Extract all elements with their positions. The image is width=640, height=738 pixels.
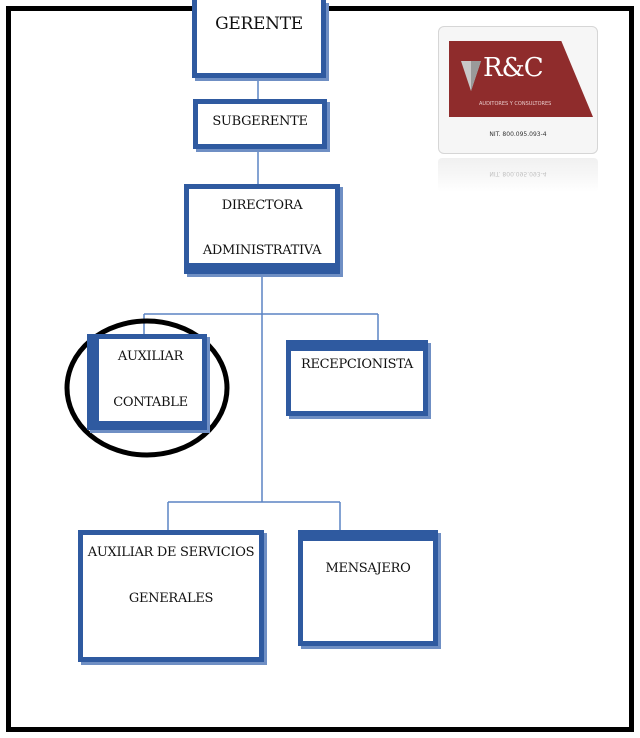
servicios-label-line1: AUXILIAR DE SERVICIOS [87,545,255,560]
directora-label-line1: DIRECTORA [221,198,303,213]
servicios-label-line2: GENERALES [128,591,214,606]
recepcionista-label: RECEPCIONISTA [300,357,414,372]
mensajero-label: MENSAJERO [325,561,411,576]
subgerente-label: SUBGERENTE [212,114,308,129]
logo-checkmark-icon [461,61,481,91]
node-recepcionista: RECEPCIONISTA [286,340,428,416]
highlight-ellipse [64,318,230,458]
company-logo: R&C AUDITORES Y CONSULTORES NIT. 800.095… [438,26,598,154]
node-auxiliar-servicios-generales: AUXILIAR DE SERVICIOS GENERALES [78,530,264,662]
logo-nit: NIT. 800.095.093-4 [489,131,547,138]
node-mensajero: MENSAJERO [298,530,438,646]
directora-label-line2: ADMINISTRATIVA [202,243,322,258]
gerente-label: GERENTE [215,14,303,34]
logo-reflection: NIT. 800.095.093-4 [438,158,598,192]
node-auxiliar-contable: AUXILIAR CONTABLE [87,334,207,430]
logo-tagline: AUDITORES Y CONSULTORES [479,101,552,107]
node-gerente: GERENTE [192,0,326,78]
logo-reflection-nit: NIT. 800.095.093-4 [489,170,547,177]
node-subgerente: SUBGERENTE [193,99,327,149]
node-directora-administrativa: DIRECTORA ADMINISTRATIVA [184,184,340,274]
auxiliar-contable-label-line1: AUXILIAR [117,349,184,364]
logo-brand: R&C [483,53,544,83]
auxiliar-contable-label-line2: CONTABLE [113,395,188,410]
